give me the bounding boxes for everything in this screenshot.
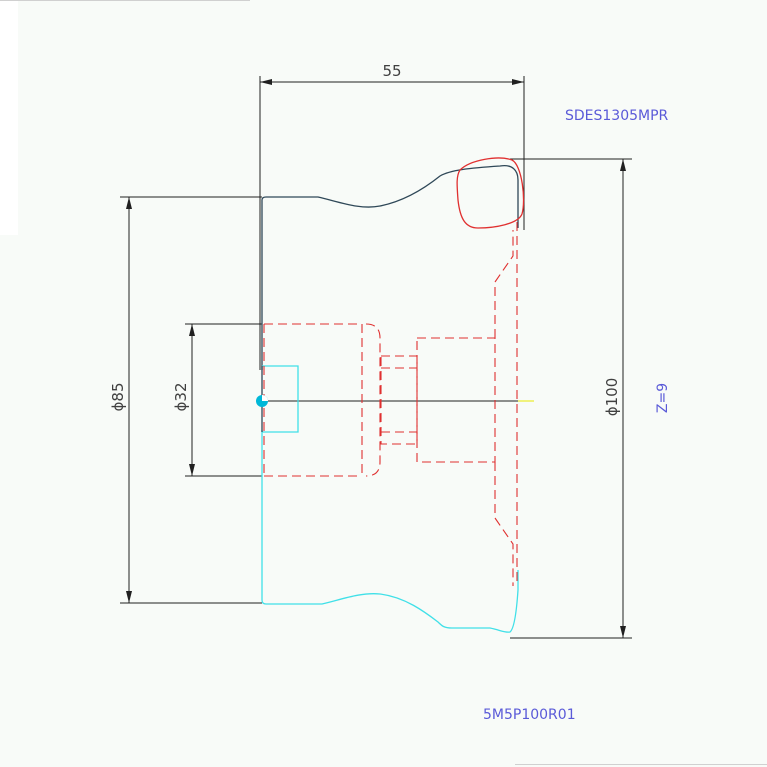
arrow-width-left [260, 79, 272, 85]
hidden-pocket-lower-inner [494, 462, 514, 586]
tool-body-outline-lower [261, 430, 519, 633]
teeth-count-label: Z=9 [655, 383, 671, 413]
hidden-keyway [380, 355, 418, 445]
bore-step-outline [262, 365, 299, 433]
arrow-phi32-top [189, 324, 195, 336]
hidden-lines [263, 222, 518, 586]
arrow-phi85-top [126, 197, 132, 209]
width-dimension-label: 55 [382, 62, 401, 80]
cutting-insert [456, 157, 525, 229]
hidden-counterbore [416, 337, 496, 463]
bg-left-patch [0, 0, 18, 235]
center-point-quadrant [262, 395, 268, 401]
phi85-dimension-label: ϕ85 [109, 383, 127, 412]
dimension-lines [120, 76, 632, 639]
arrow-width-right [512, 79, 524, 85]
arrow-phi100-top [620, 159, 626, 171]
tool-code-label: SDES1305MPR [565, 108, 669, 124]
hidden-pocket-upper-inner [494, 230, 514, 338]
arrow-phi85-bottom [126, 591, 132, 603]
dimension-arrows [126, 79, 626, 638]
arrow-phi100-bottom [620, 626, 626, 638]
part-number-label: 5M5P100R01 [483, 707, 576, 723]
hidden-bore-round [365, 323, 381, 477]
arrow-phi32-bottom [189, 464, 195, 476]
phi100-dimension-label: ϕ100 [603, 378, 621, 417]
tool-body-outline-upper [261, 164, 519, 370]
phi32-dimension-label: ϕ32 [172, 383, 190, 412]
